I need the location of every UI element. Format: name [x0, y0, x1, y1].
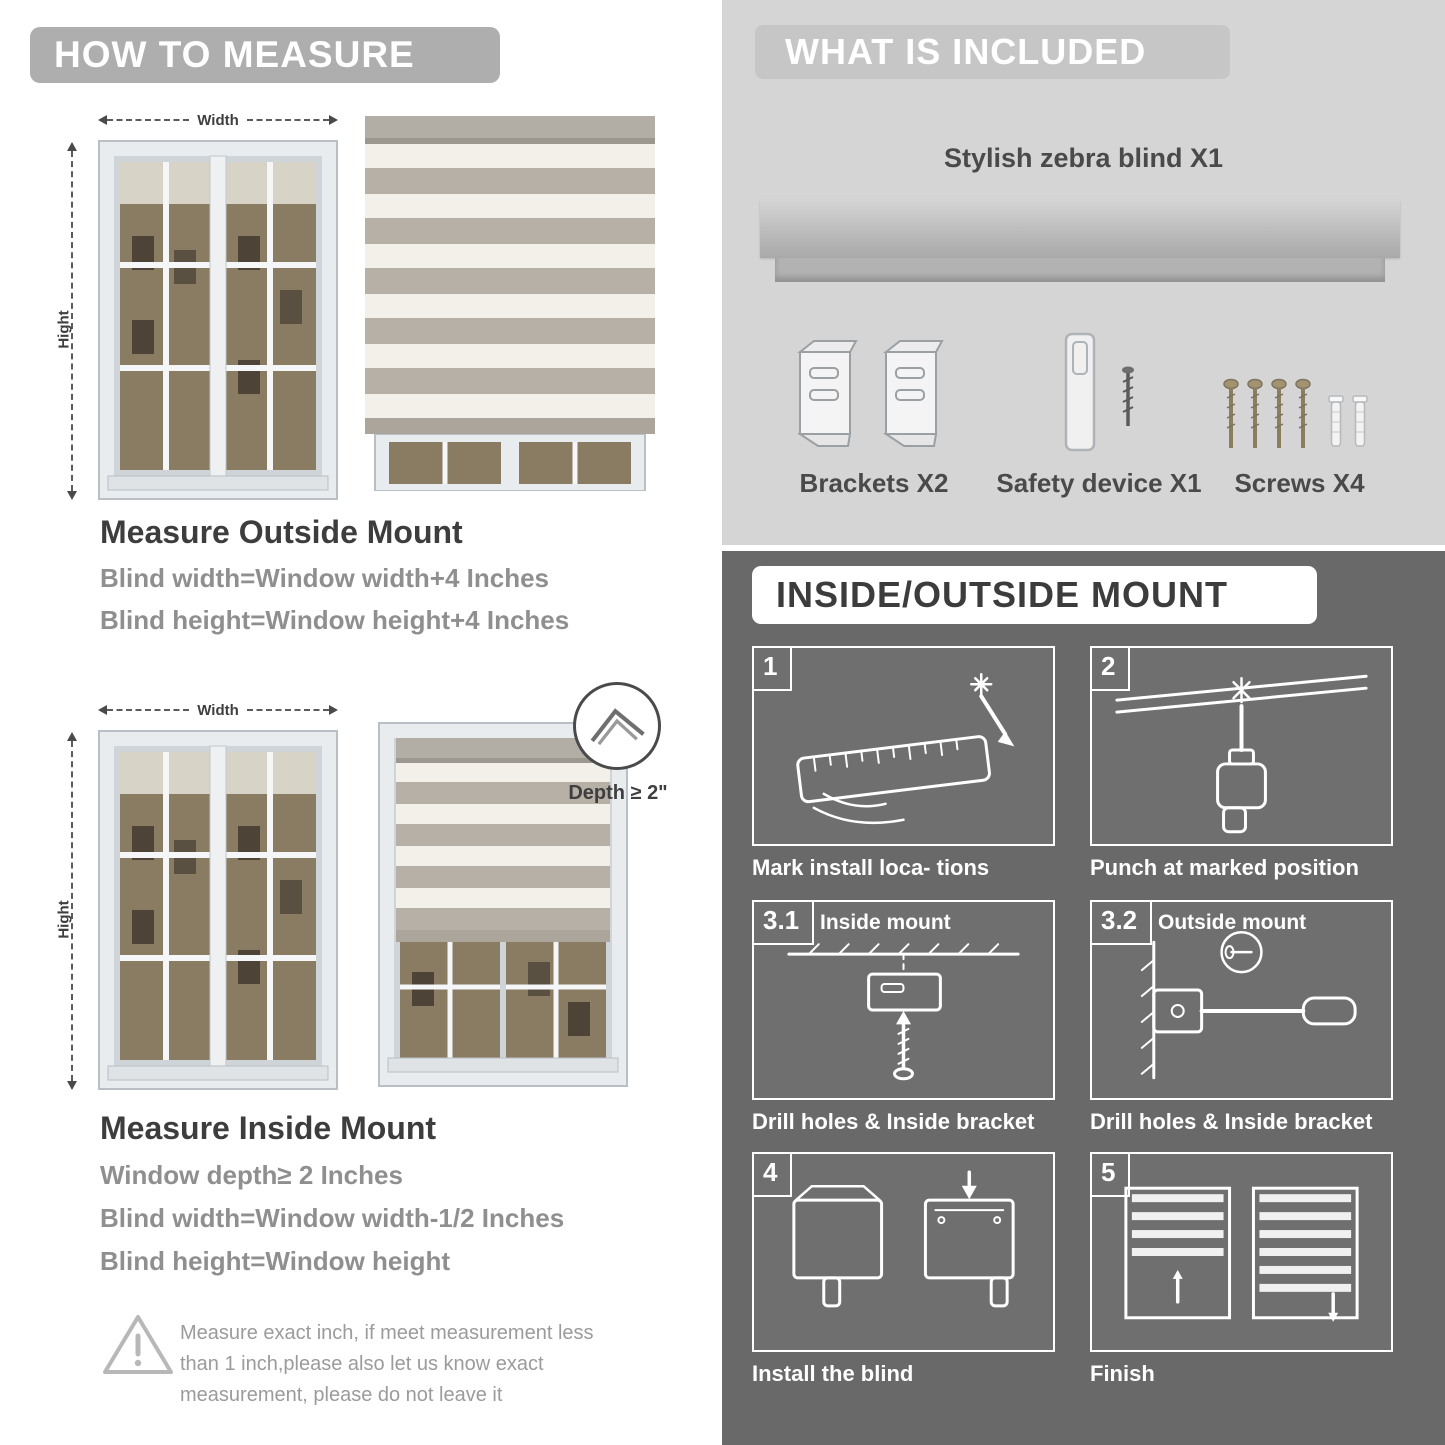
- window-illustration: [98, 140, 338, 500]
- window-corner-icon: [590, 708, 645, 746]
- step-caption: Drill holes & Inside bracket: [1090, 1109, 1373, 1134]
- width-label: Width: [197, 701, 239, 719]
- step-number: 2: [1092, 648, 1131, 691]
- arrowhead-right-icon: [329, 115, 339, 125]
- inside-rule-3: Blind height=Window height: [100, 1246, 450, 1276]
- outside-mount-blind-figure: [365, 116, 655, 492]
- mount-section: INSIDE/OUTSIDE MOUNT 1: [722, 551, 1445, 1445]
- height-arrow: Hight: [56, 142, 80, 500]
- step-panel: 1: [752, 646, 1055, 846]
- step-panel: 2: [1090, 646, 1393, 846]
- warning-icon: [103, 1315, 173, 1374]
- outside-rule-1: Blind width=Window width+4 Inches: [100, 563, 549, 593]
- arrowhead-up-icon: [67, 732, 77, 741]
- step-panel: 3.1 Inside mount: [752, 900, 1055, 1100]
- step-1: 1: [752, 646, 1055, 881]
- product-label: Stylish zebra blind X1: [943, 143, 1224, 173]
- step-caption: Drill holes & Inside bracket: [752, 1109, 1035, 1134]
- inside-mount-title: Measure Inside Mount: [100, 1110, 437, 1146]
- step-panel: 5: [1090, 1152, 1393, 1352]
- window-illustration: [98, 730, 338, 1090]
- step-caption: Punch at marked position: [1090, 855, 1359, 880]
- step-number: 4: [754, 1154, 793, 1197]
- depth-label: Depth ≥ 2": [568, 782, 668, 804]
- step-3-2: 3.2 Outside mount: [1090, 900, 1393, 1135]
- install-blind-illustration: [792, 1170, 1015, 1308]
- arrowhead-up-icon: [67, 142, 77, 151]
- step-2: 2 Pu: [1090, 646, 1393, 881]
- step-panel: 3.2 Outside mount: [1090, 900, 1393, 1100]
- width-label: Width: [197, 111, 239, 129]
- headrail-illustration: [760, 200, 1400, 258]
- step-caption: Install the blind: [752, 1361, 914, 1386]
- step-panel: 4: [752, 1152, 1055, 1352]
- step-number: 5: [1092, 1154, 1131, 1197]
- width-arrow: Width: [98, 111, 339, 129]
- step-3-1: 3.1 Inside mount: [752, 900, 1055, 1135]
- inside-rule-2: Blind width=Window width-1/2 Inches: [100, 1203, 565, 1233]
- what-is-included-banner: WHAT IS INCLUDED: [755, 25, 1230, 79]
- depth-callout-circle: [573, 682, 661, 770]
- height-label: Hight: [55, 310, 73, 349]
- height-label: Hight: [55, 900, 73, 939]
- step-5: 5: [1090, 1152, 1393, 1387]
- safety-device-icon: [1064, 332, 1134, 452]
- headrail-lip: [775, 258, 1385, 282]
- step-label: Outside mount: [1158, 911, 1307, 934]
- part-label-brackets: Brackets X2: [799, 468, 949, 498]
- outside-rule-2: Blind height=Window height+4 Inches: [100, 605, 570, 635]
- outside-mount-window-figure: Width Hight: [56, 111, 342, 504]
- punch-position-illustration: [1115, 674, 1368, 834]
- width-arrow: Width: [98, 701, 339, 719]
- arrowhead-left-icon: [98, 705, 107, 715]
- brackets-icon: [796, 340, 944, 447]
- arrowhead-left-icon: [98, 115, 107, 125]
- step-caption: Mark install loca- tions: [752, 855, 990, 880]
- inside-mount-window-figure: Width Hight: [56, 701, 342, 1094]
- mount-banner: INSIDE/OUTSIDE MOUNT: [752, 566, 1317, 624]
- zebra-blind-inside-illustration: [378, 722, 628, 1087]
- step-number: 1: [754, 648, 793, 691]
- zebra-blind-outside-illustration: [365, 116, 655, 492]
- step-4: 4 Install the blind: [752, 1152, 1055, 1387]
- what-is-included-title: WHAT IS INCLUDED: [785, 31, 1147, 72]
- measurement-note: Measure exact inch, if meet measurement …: [180, 1322, 594, 1406]
- outside-mount-title: Measure Outside Mount: [100, 514, 463, 550]
- arrowhead-down-icon: [67, 1081, 77, 1090]
- finish-illustration: [1124, 1186, 1359, 1322]
- arrowhead-right-icon: [329, 705, 339, 715]
- screws-icon: [1223, 378, 1368, 448]
- step-number: 3.1: [754, 902, 815, 945]
- inside-bracket-illustration: [787, 943, 1020, 1081]
- how-to-measure-title: HOW TO MEASURE: [54, 34, 415, 75]
- arrowhead-down-icon: [67, 491, 77, 500]
- mount-title: INSIDE/OUTSIDE MOUNT: [776, 574, 1229, 615]
- step-label: Inside mount: [820, 911, 951, 934]
- outside-bracket-illustration: [1140, 930, 1357, 1080]
- inside-mount-blind-figure: [378, 722, 628, 1087]
- inside-rule-1: Window depth≥ 2 Inches: [100, 1160, 403, 1190]
- height-arrow: Hight: [56, 732, 80, 1090]
- step-caption: Finish: [1090, 1361, 1155, 1386]
- part-label-safety-device: Safety device X1: [996, 468, 1202, 498]
- mark-locations-illustration: [796, 672, 1015, 825]
- what-is-included-section: WHAT IS INCLUDED Stylish zebra blind X1: [722, 0, 1445, 545]
- part-label-screws: Screws X4: [1234, 468, 1365, 498]
- step-number: 3.2: [1092, 902, 1153, 945]
- how-to-measure-banner: HOW TO MEASURE: [30, 27, 500, 83]
